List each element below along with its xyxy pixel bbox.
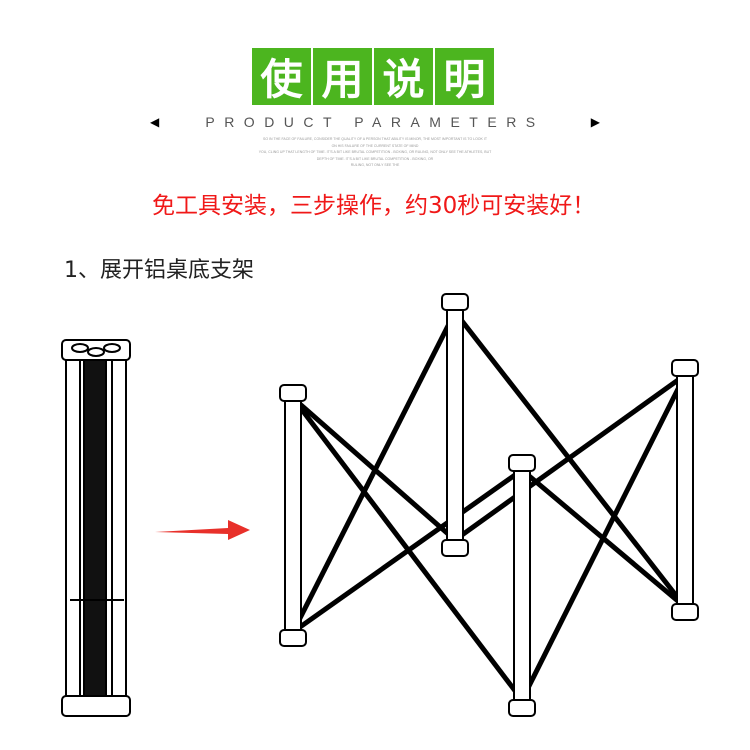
subtitle: ◀ PRODUCT PARAMETERS ▶ [150, 114, 600, 130]
subtitle-text: PRODUCT PARAMETERS [205, 114, 545, 130]
fine-line: RULING, NOT ONLY SEE THE [350, 163, 400, 167]
fine-line: YOU, CLING UP THAT LENGTH OF TIME. IT'S … [258, 150, 492, 154]
title-char: 说 [374, 48, 433, 105]
fine-line: ON HIS FAILURE OF THE CURRENT STATE OF M… [331, 143, 419, 148]
frame-legs [279, 293, 699, 717]
tagline-text: 免工具安装，三步操作，约30秒可安装好！ [152, 193, 596, 219]
expanded-frame [290, 310, 688, 702]
fine-line: SO IN THE FACE OF FAILURE, CONSIDER THE … [263, 137, 487, 141]
title-char: 使 [252, 48, 311, 105]
triangle-left-icon: ◀ [150, 115, 160, 129]
red-arrow-icon [155, 520, 250, 540]
title-char: 明 [435, 48, 494, 105]
title-banner: 使 用 说 明 [252, 48, 494, 105]
triangle-right-icon: ▶ [590, 115, 600, 129]
fine-line: DEPTH OF TIME. IT'S A BIT LIKE BRUTAL CO… [316, 156, 434, 161]
folded-frame [61, 339, 131, 717]
title-char: 用 [313, 48, 372, 105]
fine-print: SO IN THE FACE OF FAILURE, CONSIDER THE … [200, 136, 550, 169]
step-label: 1、展开铝桌底支架 [64, 258, 254, 283]
